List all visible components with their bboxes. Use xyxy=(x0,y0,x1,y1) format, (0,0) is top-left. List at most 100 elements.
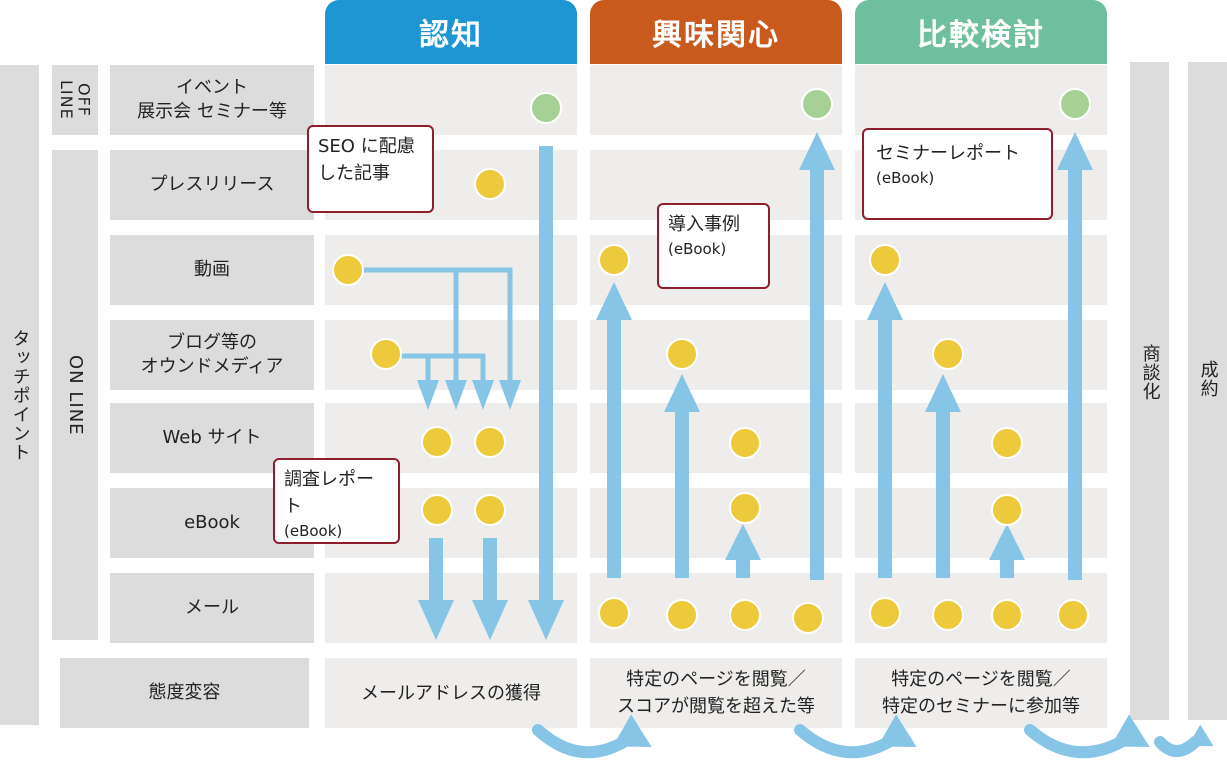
stage-header-awareness: 認知 xyxy=(325,0,577,64)
touchpoint-dots xyxy=(332,88,1091,634)
row-label-press: プレスリリース xyxy=(110,150,314,220)
callout-line2: (eBook) xyxy=(876,169,935,187)
arrow-shaft xyxy=(810,168,824,580)
arrow-shaft xyxy=(736,558,750,578)
arrowhead xyxy=(877,714,917,747)
dot-green xyxy=(530,92,562,124)
dot-yellow xyxy=(991,427,1023,459)
arrowhead xyxy=(989,524,1025,560)
stage-header-comparison: 比較検討 xyxy=(855,0,1107,64)
row-label-video: 動画 xyxy=(110,235,314,305)
arrowhead xyxy=(445,380,467,410)
callout-case-study: 導入事例 (eBook) xyxy=(657,203,770,289)
row-label-line1: プレスリリース xyxy=(149,173,275,195)
arrowhead xyxy=(612,714,652,747)
arrowhead xyxy=(418,600,454,640)
row-label-event: イベント 展示会 セミナー等 xyxy=(110,65,314,135)
callout-line1: セミナーレポート xyxy=(876,143,1020,164)
dot-yellow xyxy=(421,494,453,526)
row-label-line2: 展示会 セミナー等 xyxy=(137,101,287,122)
row-label-mail: メール xyxy=(110,573,314,643)
arrow-shaft xyxy=(539,146,553,602)
comparison-up-arrows xyxy=(867,132,1093,580)
arrowhead xyxy=(528,600,564,640)
interest-up-arrows xyxy=(596,132,835,580)
arrowhead xyxy=(1187,724,1214,747)
attitude-text-line1: 特定のページを閲覧／ xyxy=(891,669,1071,690)
arrow-shaft xyxy=(607,318,621,578)
arrowhead xyxy=(867,282,903,320)
arrowhead xyxy=(596,282,632,320)
row-label-line1: ブログ等の xyxy=(167,331,257,353)
row-label-line1: 動画 xyxy=(194,258,230,280)
grid-cell xyxy=(590,320,842,390)
dot-yellow xyxy=(991,494,1023,526)
callout-line2: (eBook) xyxy=(284,522,343,540)
arrow-shaft xyxy=(1000,558,1014,578)
attitude-text-line2: 特定のセミナーに参加等 xyxy=(882,696,1080,717)
dot-yellow xyxy=(932,599,964,631)
dot-yellow xyxy=(869,244,901,276)
attitude-cell-awareness: メールアドレスの獲得 xyxy=(325,658,577,728)
dot-yellow xyxy=(869,597,901,629)
dot-yellow xyxy=(729,427,761,459)
attitude-text-line1: 特定のページを閲覧／ xyxy=(626,669,806,690)
arrow-shaft xyxy=(429,538,443,602)
online-label: ON LINE xyxy=(65,354,87,436)
transition-arrowheads xyxy=(612,714,1214,747)
attitude-cell-comparison: 特定のページを閲覧／ 特定のセミナーに参加等 xyxy=(855,658,1107,728)
dot-yellow xyxy=(1057,599,1089,631)
stage-name: 認知 xyxy=(419,18,483,53)
offline-label: OFF LINE xyxy=(57,80,94,120)
attitude-label: 態度変容 xyxy=(148,681,221,703)
arrowhead xyxy=(925,374,961,412)
callout-line1: 導入事例 xyxy=(668,214,740,235)
dot-yellow xyxy=(666,338,698,370)
arrowhead xyxy=(664,374,700,412)
dot-yellow xyxy=(932,338,964,370)
online-label-box: ON LINE xyxy=(52,150,98,640)
dot-yellow xyxy=(729,599,761,631)
arrow-shaft xyxy=(1068,168,1082,580)
attitude-label-box: 態度変容 xyxy=(60,658,309,728)
callout-line2: した記事 xyxy=(318,163,390,184)
dot-green xyxy=(801,88,833,120)
stage-name: 比較検討 xyxy=(917,18,1045,53)
row-label-blog: ブログ等の オウンドメディア xyxy=(110,320,314,390)
final-step-label: 成約 xyxy=(1197,360,1219,398)
dot-yellow xyxy=(666,599,698,631)
dot-yellow xyxy=(991,599,1023,631)
final-step-label: 商談化 xyxy=(1139,344,1161,401)
awareness-down-arrows xyxy=(418,146,564,640)
grid-cell xyxy=(590,403,842,473)
dot-yellow xyxy=(474,168,506,200)
stage-header-interest: 興味関心 xyxy=(590,0,842,64)
arrowhead xyxy=(499,380,521,410)
grid-cell xyxy=(855,488,1107,558)
callout-line1: SEO に配慮 xyxy=(318,136,415,157)
row-label-line2: オウンドメディア xyxy=(140,356,284,377)
dot-yellow xyxy=(598,244,630,276)
callout-line1: 調査レポート xyxy=(284,469,374,517)
transition-arrow xyxy=(1024,724,1134,759)
connector-line xyxy=(392,353,486,382)
grid-cell xyxy=(590,488,842,558)
stage-name: 興味関心 xyxy=(652,18,780,53)
callout-line2: (eBook) xyxy=(668,240,727,258)
grid-cell xyxy=(590,65,842,135)
arrow-shaft xyxy=(878,318,892,578)
arrowhead xyxy=(799,132,835,170)
row-label-line1: eBook xyxy=(184,511,240,533)
row-label-website: Web サイト xyxy=(110,403,314,473)
callout-survey-report: 調査レポート (eBook) xyxy=(273,458,400,544)
connector-line xyxy=(362,267,513,382)
callout-seminar-report: セミナーレポート (eBook) xyxy=(862,128,1053,220)
arrow-shaft xyxy=(675,410,689,578)
arrowhead xyxy=(472,380,494,410)
arrowhead xyxy=(1110,714,1150,747)
row-label-line1: Web サイト xyxy=(162,426,262,448)
dot-green xyxy=(1059,88,1091,120)
dot-yellow xyxy=(474,494,506,526)
arrow-shaft xyxy=(936,410,950,578)
